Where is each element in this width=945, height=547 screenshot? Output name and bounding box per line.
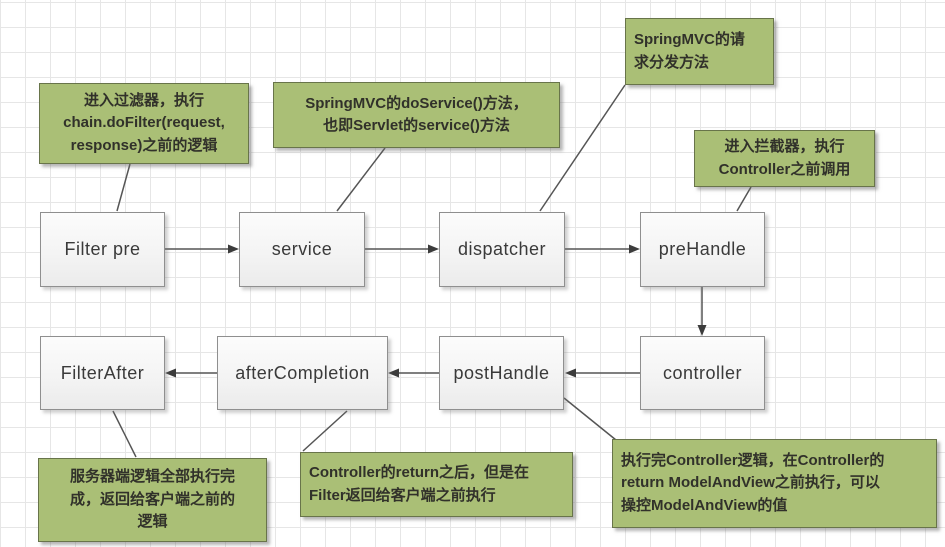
- note-line-after-completion: [302, 410, 348, 452]
- note-posthandle-text: 执行完Controller逻辑，在Controller的 return Mode…: [621, 451, 885, 514]
- note-line-prehandle: [736, 186, 752, 212]
- note-prehandle: 进入拦截器，执行 Controller之前调用: [694, 130, 875, 187]
- node-controller: controller: [640, 336, 765, 410]
- arrowhead-aftercompletion-to-filterafter: [165, 368, 176, 378]
- note-service: SpringMVC的doService()方法， 也即Servlet的servi…: [273, 82, 560, 148]
- node-filter-pre-label: Filter pre: [64, 239, 141, 259]
- arrowhead-filterpre-to-service: [228, 244, 239, 254]
- note-dispatcher-text: SpringMVC的请 求分发方法: [634, 31, 745, 71]
- note-filter-after: 服务器端逻辑全部执行完 成，返回给客户端之前的 逻辑: [38, 458, 267, 542]
- node-service: service: [239, 212, 365, 287]
- node-filter-after-label: FilterAfter: [60, 362, 145, 383]
- note-line-posthandle: [563, 397, 617, 441]
- node-dispatcher-label: dispatcher: [457, 239, 547, 259]
- node-posthandle: postHandle: [439, 336, 564, 410]
- note-after-completion-text: Controller的return之后，但是在 Filter返回给客户端之前执行: [309, 464, 530, 504]
- note-after-completion: Controller的return之后，但是在 Filter返回给客户端之前执行: [300, 452, 573, 517]
- note-filter-pre: 进入过滤器，执行 chain.doFilter(request, respons…: [39, 83, 249, 164]
- arrowhead-prehandle-to-controller: [697, 325, 707, 336]
- note-filter-pre-text: 进入过滤器，执行 chain.doFilter(request, respons…: [63, 91, 225, 154]
- note-service-text: SpringMVC的doService()方法， 也即Servlet的servi…: [305, 94, 528, 135]
- node-controller-label: controller: [662, 362, 743, 383]
- node-after-completion-label: afterCompletion: [235, 362, 370, 383]
- node-after-completion: afterCompletion: [217, 336, 388, 410]
- note-line-filter-after: [112, 410, 137, 458]
- arrowhead-posthandle-to-aftercompletion: [388, 368, 399, 378]
- note-line-service: [336, 147, 386, 212]
- node-prehandle: preHandle: [640, 212, 765, 287]
- note-line-filter-pre: [116, 163, 131, 212]
- note-dispatcher: SpringMVC的请 求分发方法: [625, 18, 774, 85]
- node-filter-pre: Filter pre: [40, 212, 165, 287]
- arrowhead-dispatcher-to-prehandle: [629, 244, 640, 254]
- arrowhead-controller-to-posthandle: [565, 368, 576, 378]
- note-prehandle-text: 进入拦截器，执行 Controller之前调用: [718, 138, 851, 178]
- note-posthandle: 执行完Controller逻辑，在Controller的 return Mode…: [612, 439, 937, 528]
- node-service-label: service: [271, 239, 333, 259]
- node-filter-after: FilterAfter: [40, 336, 165, 410]
- node-posthandle-label: postHandle: [453, 362, 550, 383]
- node-prehandle-label: preHandle: [658, 239, 747, 259]
- node-dispatcher: dispatcher: [439, 212, 565, 287]
- note-filter-after-text: 服务器端逻辑全部执行完 成，返回给客户端之前的 逻辑: [69, 468, 235, 531]
- arrowhead-service-to-dispatcher: [428, 244, 439, 254]
